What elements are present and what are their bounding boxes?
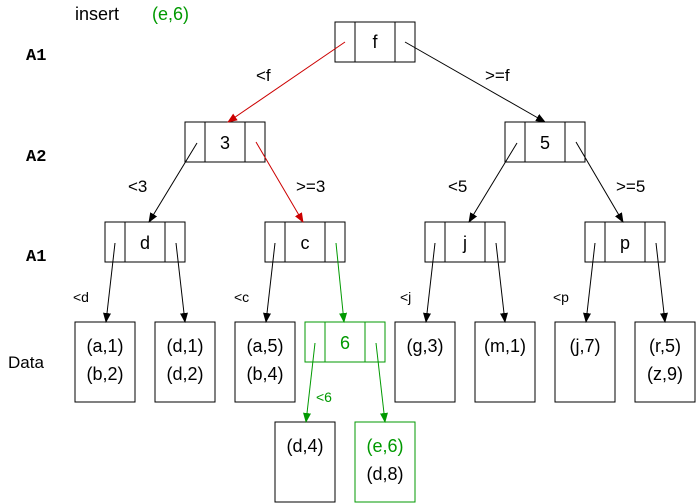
data-entry: (j,7) (570, 336, 601, 356)
edge-label: <j (400, 289, 411, 305)
insert-label: insert (75, 4, 119, 24)
edge-root-left (227, 41, 346, 123)
data-page-2 (154, 321, 216, 403)
edge-6-left (303, 342, 316, 423)
node-a1-p-key: p (620, 233, 630, 253)
edge-c-right (335, 242, 348, 323)
edge-root-right (404, 41, 546, 123)
edge-label: >=5 (616, 177, 645, 196)
data-entry-inserted: (e,6) (366, 436, 403, 456)
data-page-3 (234, 321, 296, 403)
data-entry: (d,2) (166, 364, 203, 384)
node-a2-right-key: 5 (540, 133, 550, 153)
data-entry: (a,1) (86, 336, 123, 356)
node-a1-j (424, 221, 506, 263)
edge-j-left (423, 242, 436, 323)
node-a1-d (104, 221, 186, 263)
data-entry: (d,8) (366, 464, 403, 484)
edge-p-left (583, 242, 596, 323)
node-new-6-key: 6 (340, 333, 350, 353)
edge-c-left (263, 242, 276, 323)
edge-label: <6 (316, 389, 332, 405)
node-a1-d-key: d (140, 233, 150, 253)
insert-item: (e,6) (152, 4, 189, 24)
data-entry: (a,5) (246, 336, 283, 356)
edge-label: >=3 (296, 177, 325, 196)
data-entry: (d,4) (286, 436, 323, 456)
edge-5-right (575, 141, 624, 223)
node-a2-left (184, 121, 266, 163)
edge-label: <5 (448, 177, 467, 196)
edge-label: <f (256, 66, 271, 85)
node-a1-c-key: c (301, 233, 310, 253)
data-page-4 (394, 321, 456, 403)
data-entry: (g,3) (406, 336, 443, 356)
edge-label: <c (234, 289, 249, 305)
edge-label: <3 (128, 177, 147, 196)
split-page-1 (274, 421, 336, 503)
level-label-a2: A2 (26, 148, 46, 167)
node-a2-left-key: 3 (220, 133, 230, 153)
data-page-6 (554, 321, 616, 403)
edge-j-right (495, 242, 508, 323)
level-label-a1-top: A1 (26, 47, 46, 66)
node-a1-j-key: j (462, 233, 467, 253)
data-entry: (b,4) (246, 364, 283, 384)
edge-p-right (655, 242, 668, 323)
edge-5-left (468, 142, 518, 223)
level-label-a1: A1 (26, 248, 46, 267)
edge-6-right (375, 342, 388, 423)
edge-3-right (255, 141, 304, 223)
node-a1-c (264, 221, 346, 263)
edge-label: <d (73, 289, 89, 305)
data-page-1 (74, 321, 136, 403)
data-entry: (d,1) (166, 336, 203, 356)
node-root (334, 21, 416, 63)
data-entry: (b,2) (86, 364, 123, 384)
node-a1-p (584, 221, 666, 263)
edge-label: >=f (485, 66, 510, 85)
edge-label: <p (553, 289, 569, 305)
level-label-data: Data (8, 353, 44, 372)
split-page-2 (354, 421, 416, 503)
data-page-5 (474, 321, 536, 403)
data-entry: (r,5) (649, 336, 681, 356)
node-root-key: f (372, 32, 378, 52)
edge-3-left (148, 142, 198, 223)
data-entry: (m,1) (484, 336, 526, 356)
data-entry: (z,9) (647, 364, 683, 384)
edge-d-left (103, 242, 116, 323)
edge-d-right (175, 242, 188, 323)
data-page-7 (634, 321, 696, 403)
